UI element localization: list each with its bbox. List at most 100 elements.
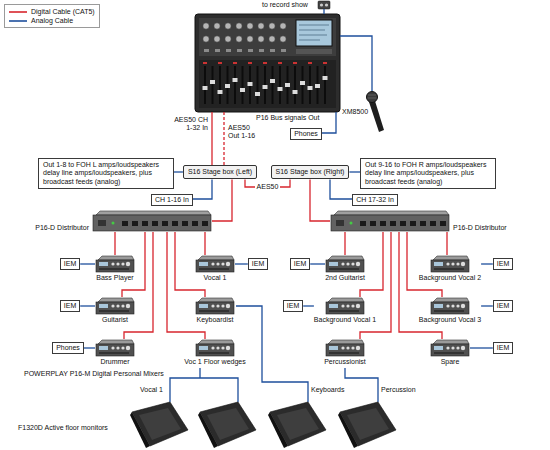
personal-mixer-icon-part: [211, 346, 214, 349]
analog-cable: [322, 112, 336, 133]
mixer-knobs-part: [214, 23, 220, 29]
distributor-icon-part: [360, 221, 366, 226]
personal-mixer-icon-part: [329, 352, 359, 354]
node-text: IEM: [64, 302, 76, 310]
mixer-knobs-part: [225, 23, 231, 29]
distributor-icon-part: [96, 211, 211, 215]
microphone-part: [368, 95, 377, 98]
floor-monitors: [130, 402, 396, 448]
personal-mixer-icon-part: [326, 344, 364, 356]
personal-mixer-icon-part: [196, 260, 234, 272]
analog-cable: [345, 368, 378, 402]
personal-mixer-icon-part: [451, 262, 454, 265]
legend-box: Digital Cable (CAT5)Analog Cable: [4, 4, 100, 28]
analog-cable: [323, 9, 324, 14]
personal-mixer-icon: [195, 339, 235, 357]
distributor-icon-part: [430, 221, 436, 226]
digital-cable: [114, 232, 115, 255]
node-text: IEM: [497, 260, 509, 268]
analog-cable: [310, 263, 325, 264]
personal-mixer: Bass Player: [95, 255, 135, 282]
mixer-knobs-part: [247, 36, 253, 42]
personal-mixer-icon-part: [98, 256, 134, 260]
personal-mixer-icon-part: [199, 310, 229, 312]
personal-mixer-icon-part: [346, 262, 349, 265]
node-text: 2nd Guitarist: [325, 274, 365, 282]
personal-mixer: Voc 1 Floor wedges: [184, 339, 245, 366]
annotation-label: AES50 Out 1-16: [228, 124, 258, 141]
personal-mixer-icon-part: [329, 346, 338, 350]
personal-mixer-icon-part: [98, 298, 134, 302]
mixer-knobs-part: [203, 23, 209, 29]
node-text: Drummer: [100, 358, 129, 366]
cable-runs: [170, 9, 378, 402]
node-text: P16-D Distributor: [453, 224, 507, 232]
personal-mixer-icon-part: [451, 346, 454, 349]
annotation-label: Vocal 1: [140, 386, 163, 394]
personal-mixer-icon-part: [99, 310, 129, 312]
personal-mixer-icon-part: [98, 340, 134, 344]
floor-monitors-part: [200, 402, 256, 446]
analog-cable: [174, 171, 183, 172]
node-text: Background Vocal 2: [419, 274, 481, 282]
annotation-label: POWERPLAY P16-M Digital Personal Mixers: [24, 370, 164, 378]
distributor-icon-part: [112, 222, 115, 225]
personal-mixer-icon-part: [121, 304, 124, 307]
mixer-knobs-part: [247, 23, 253, 29]
personal-mixer-icon-part: [199, 304, 208, 308]
personal-mixer-icon-part: [329, 262, 338, 266]
personal-mixer-icon-part: [329, 310, 359, 312]
node-text: S16 Stage box (Right): [276, 168, 345, 176]
node-text: Background Vocal 1: [314, 316, 376, 324]
floor-monitors-part: [132, 402, 188, 446]
legend-line-sample: [9, 9, 27, 15]
distributor-icon-part: [142, 221, 148, 226]
personal-mixer-icon-part: [199, 346, 208, 350]
personal-mixer-icon-part: [461, 304, 465, 308]
distributor-icon-part: [334, 211, 449, 215]
digital-cable: [124, 232, 153, 339]
personal-mixer: Drummer: [95, 339, 135, 366]
personal-mixer-icon-part: [461, 346, 465, 350]
personal-mixer-icon-part: [446, 346, 449, 349]
personal-mixer-icon-part: [216, 304, 219, 307]
personal-mixer-icon-part: [99, 346, 108, 350]
distributor-icon-part: [122, 221, 128, 226]
recorder-icon: [318, 1, 330, 9]
personal-mixer-icon-part: [221, 346, 224, 349]
distributor-icon-part: [192, 221, 198, 226]
legend-text: Analog Cable: [31, 16, 73, 25]
mixer-body: [195, 14, 340, 112]
distributor-icon: [330, 210, 450, 232]
mixer-knobs-part: [203, 36, 209, 42]
personal-mixer-icon-part: [99, 262, 108, 266]
personal-mixer-icon-part: [351, 304, 354, 307]
personal-mixer-icon-part: [351, 346, 354, 349]
personal-mixer-icon-part: [434, 268, 464, 270]
distributor-icon-part: [440, 221, 446, 226]
annotation-label: P16 Bus signals Out: [256, 114, 319, 122]
floor-monitors-part: [347, 408, 389, 440]
distributor-icon-part: [336, 220, 344, 226]
text-box: IEM: [493, 300, 513, 312]
distributor-icon-part: [182, 221, 188, 226]
personal-mixer-icon-part: [221, 262, 224, 265]
mixer-knobs-part: [225, 36, 231, 42]
annotation-label: AES50 CH 1-32 In: [172, 116, 208, 133]
personal-mixer-icon-part: [456, 262, 459, 265]
personal-mixer-icon-part: [351, 262, 354, 265]
personal-mixer-icon-part: [126, 262, 130, 266]
output-note-box: Out 9-16 to FOH R amps/loudspeakers dela…: [360, 158, 496, 189]
personal-mixer-icon-part: [341, 346, 344, 349]
mixer-knobs-part: [280, 36, 286, 42]
personal-mixer-icon-part: [121, 262, 124, 265]
personal-mixer-icon-part: [461, 262, 465, 266]
personal-mixer-icon-part: [196, 302, 234, 314]
analog-cable: [303, 305, 314, 306]
analog-cable: [193, 179, 212, 199]
personal-mixer: Percussionist: [324, 339, 366, 366]
analog-cable: [481, 263, 493, 264]
personal-mixer-icon-part: [431, 302, 469, 314]
personal-mixer-icon-part: [326, 302, 364, 314]
personal-mixer-icon-part: [96, 260, 134, 272]
